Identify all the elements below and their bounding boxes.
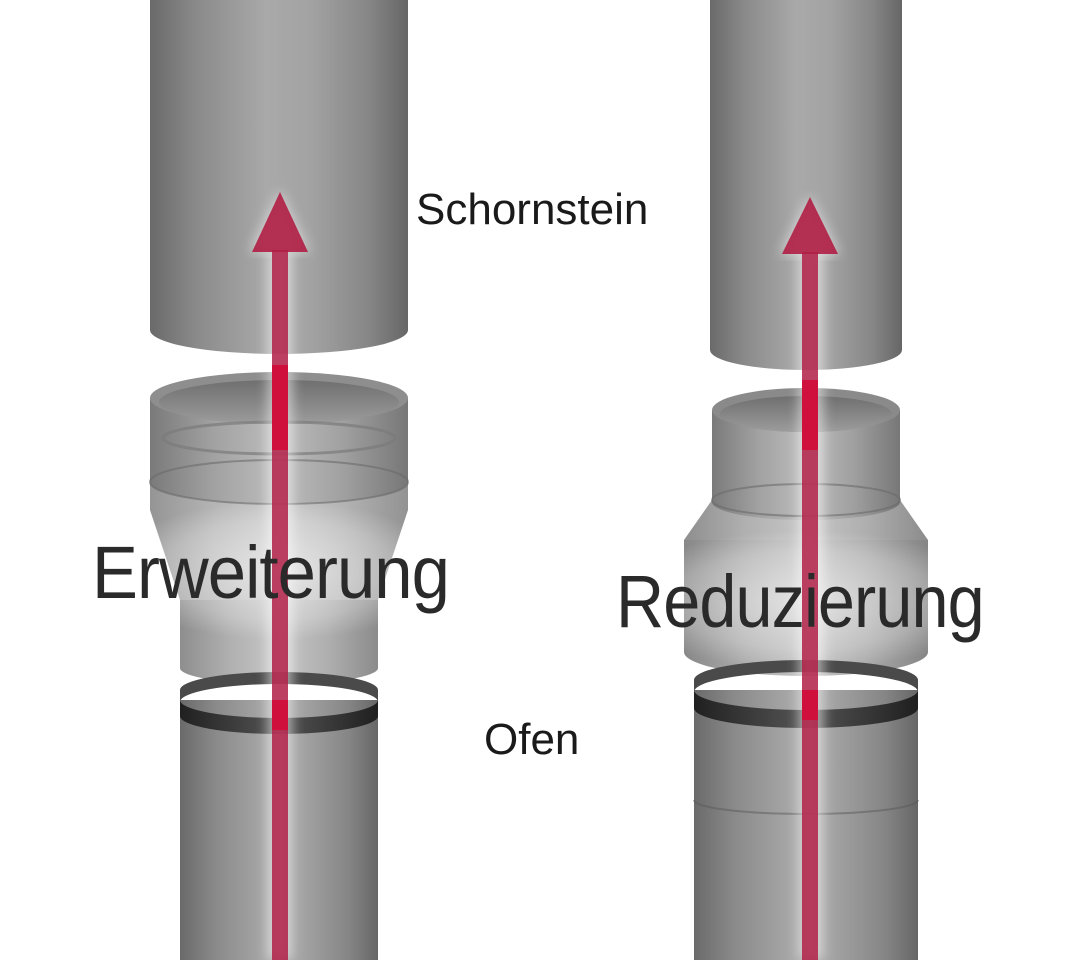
left-chimney-pipe — [150, 0, 408, 354]
widening-assembly — [109, 0, 449, 960]
reducing-label: Reduzierung — [616, 560, 985, 643]
right-chimney-pipe — [710, 0, 902, 370]
stove-label: Ofen — [484, 715, 580, 764]
left-flow-arrow — [250, 190, 310, 960]
reducing-assembly — [616, 0, 996, 960]
chimney-label: Schornstein — [416, 185, 649, 234]
widening-label: Erweiterung — [92, 531, 450, 614]
right-flow-arrow — [780, 195, 840, 960]
